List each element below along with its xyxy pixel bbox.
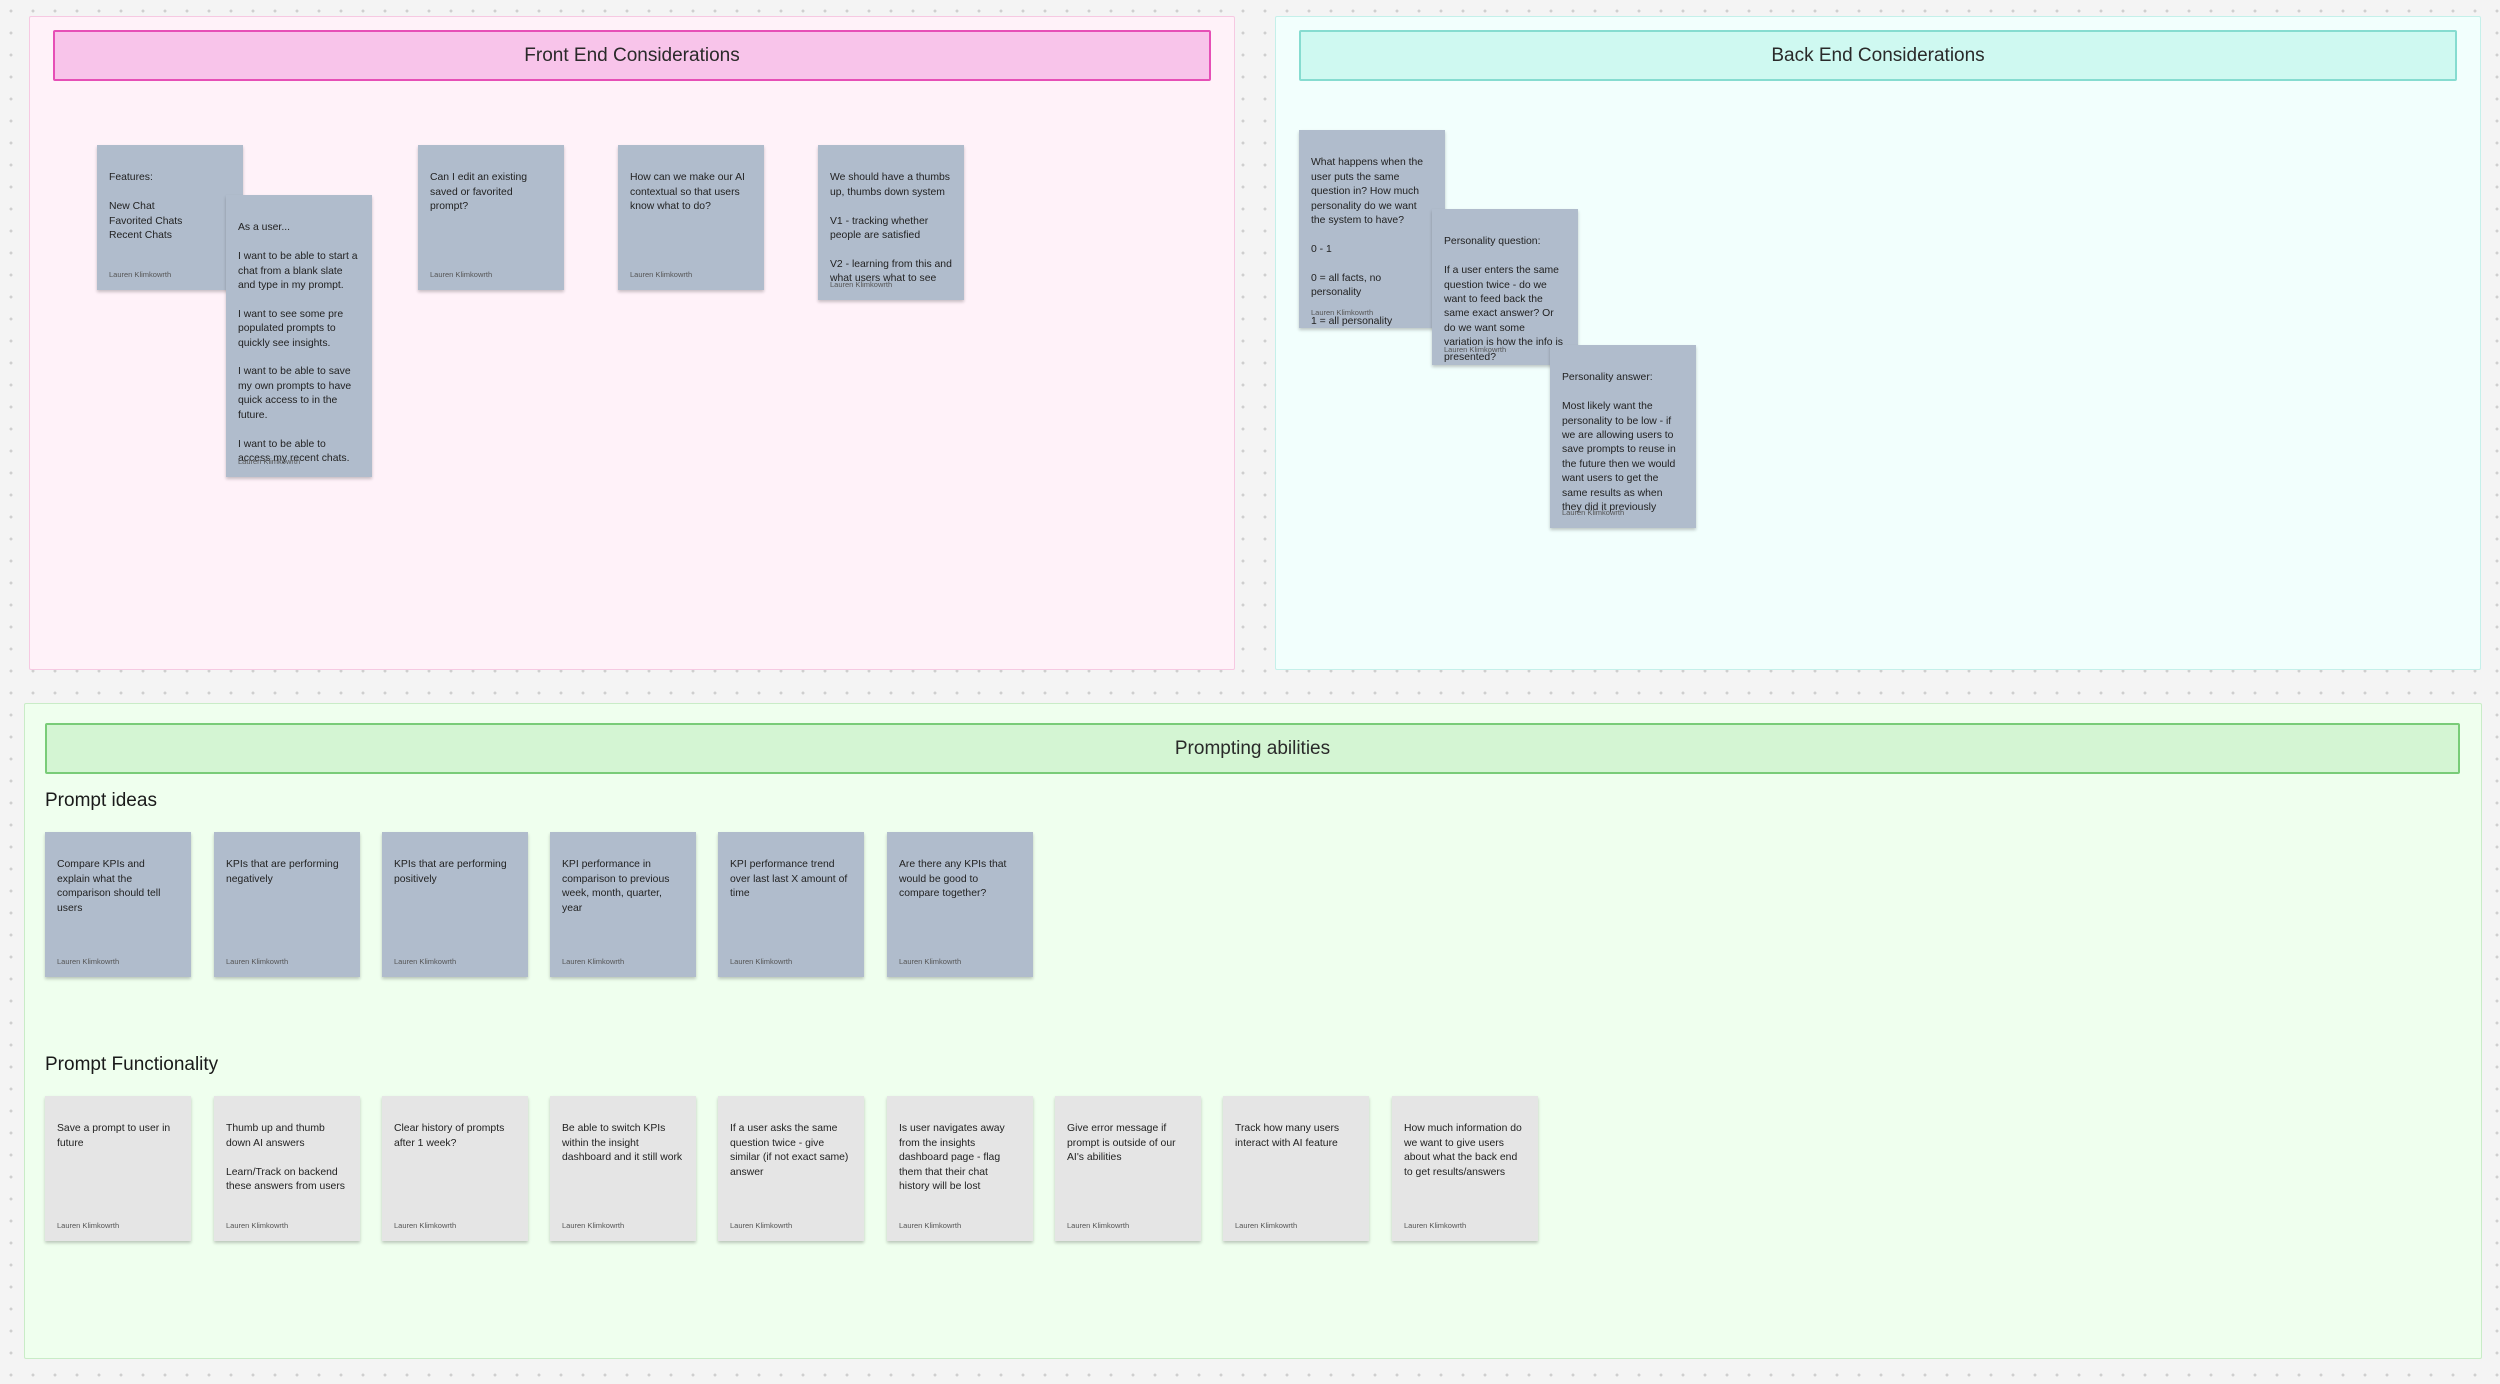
note-text: Save a prompt to user in future <box>57 1123 171 1149</box>
front-end-title[interactable]: Front End Considerations <box>53 30 1211 81</box>
note-author: Lauren Klimkowrth <box>730 1220 793 1230</box>
section-prompting-abilities[interactable] <box>24 703 2482 1359</box>
sticky-note-personality-question[interactable]: Personality question: If a user enters t… <box>1432 209 1578 365</box>
sticky-note-prompt-functionality[interactable]: If a user asks the same question twice -… <box>718 1096 864 1241</box>
note-author: Lauren Klimkowrth <box>899 1220 962 1230</box>
sticky-note-prompt-idea[interactable]: KPIs that are performing positively Laur… <box>382 832 528 977</box>
note-text: Clear history of prompts after 1 week? <box>394 1123 505 1149</box>
sticky-note-prompt-functionality[interactable]: How much information do we want to give … <box>1392 1096 1538 1241</box>
note-author: Lauren Klimkowrth <box>630 269 693 279</box>
note-text: Features: New Chat Favorited Chats Recen… <box>109 172 183 242</box>
note-text: As a user... I want to be able to start … <box>238 222 358 464</box>
sticky-note-prompt-idea[interactable]: KPI performance in comparison to previou… <box>550 832 696 977</box>
note-text: Compare KPIs and explain what the compar… <box>57 859 161 914</box>
prompting-abilities-title[interactable]: Prompting abilities <box>45 723 2460 774</box>
note-author: Lauren Klimkowrth <box>830 279 893 289</box>
note-text: KPI performance in comparison to previou… <box>562 859 670 914</box>
note-text: Give error message if prompt is outside … <box>1067 1123 1176 1164</box>
prompt-functionality-heading[interactable]: Prompt Functionality <box>45 1054 219 1075</box>
note-author: Lauren Klimkowrth <box>1235 1220 1298 1230</box>
note-text: How much information do we want to give … <box>1404 1123 1522 1178</box>
note-author: Lauren Klimkowrth <box>394 956 457 966</box>
note-author: Lauren Klimkowrth <box>899 956 962 966</box>
sticky-note-prompt-functionality[interactable]: Clear history of prompts after 1 week? L… <box>382 1096 528 1241</box>
sticky-note-edit-prompt[interactable]: Can I edit an existing saved or favorite… <box>418 145 564 290</box>
section-front-end[interactable] <box>29 16 1235 670</box>
note-author: Lauren Klimkowrth <box>1311 307 1374 317</box>
sticky-note-features[interactable]: Features: New Chat Favorited Chats Recen… <box>97 145 243 290</box>
note-text: Personality question: If a user enters t… <box>1444 236 1563 363</box>
back-end-title[interactable]: Back End Considerations <box>1299 30 2457 81</box>
note-author: Lauren Klimkowrth <box>226 1220 289 1230</box>
sticky-note-prompt-functionality[interactable]: Give error message if prompt is outside … <box>1055 1096 1201 1241</box>
note-author: Lauren Klimkowrth <box>1067 1220 1130 1230</box>
note-author: Lauren Klimkowrth <box>109 269 172 279</box>
note-text: We should have a thumbs up, thumbs down … <box>830 172 952 285</box>
note-text: Personality answer: Most likely want the… <box>1562 372 1676 514</box>
note-author: Lauren Klimkowrth <box>57 956 120 966</box>
sticky-note-prompt-functionality[interactable]: Track how many users interact with AI fe… <box>1223 1096 1369 1241</box>
note-text: What happens when the user puts the same… <box>1311 157 1424 327</box>
note-text: If a user asks the same question twice -… <box>730 1123 849 1178</box>
prompt-ideas-heading[interactable]: Prompt ideas <box>45 790 157 811</box>
note-author: Lauren Klimkowrth <box>1404 1220 1467 1230</box>
sticky-note-prompt-functionality[interactable]: Is user navigates away from the insights… <box>887 1096 1033 1241</box>
note-text: Is user navigates away from the insights… <box>899 1123 1005 1193</box>
note-author: Lauren Klimkowrth <box>57 1220 120 1230</box>
note-text: KPIs that are performing negatively <box>226 859 339 885</box>
note-author: Lauren Klimkowrth <box>238 456 301 466</box>
sticky-note-same-question[interactable]: What happens when the user puts the same… <box>1299 130 1445 328</box>
note-text: Thumb up and thumb down AI answers Learn… <box>226 1123 345 1193</box>
note-text: Can I edit an existing saved or favorite… <box>430 172 528 213</box>
sticky-note-prompt-idea[interactable]: Compare KPIs and explain what the compar… <box>45 832 191 977</box>
note-author: Lauren Klimkowrth <box>1562 507 1625 517</box>
note-author: Lauren Klimkowrth <box>394 1220 457 1230</box>
note-text: KPI performance trend over last last X a… <box>730 859 848 900</box>
note-author: Lauren Klimkowrth <box>226 956 289 966</box>
sticky-note-prompt-functionality[interactable]: Be able to switch KPIs within the insigh… <box>550 1096 696 1241</box>
sticky-note-as-a-user[interactable]: As a user... I want to be able to start … <box>226 195 372 477</box>
sticky-note-thumbs-system[interactable]: We should have a thumbs up, thumbs down … <box>818 145 964 300</box>
note-author: Lauren Klimkowrth <box>1444 344 1507 354</box>
note-text: KPIs that are performing positively <box>394 859 507 885</box>
sticky-note-prompt-idea[interactable]: KPI performance trend over last last X a… <box>718 832 864 977</box>
note-text: Be able to switch KPIs within the insigh… <box>562 1123 683 1164</box>
note-author: Lauren Klimkowrth <box>562 956 625 966</box>
note-author: Lauren Klimkowrth <box>430 269 493 279</box>
sticky-note-prompt-functionality[interactable]: Thumb up and thumb down AI answers Learn… <box>214 1096 360 1241</box>
note-text: How can we make our AI contextual so tha… <box>630 172 745 213</box>
sticky-note-prompt-idea[interactable]: Are there any KPIs that would be good to… <box>887 832 1033 977</box>
note-author: Lauren Klimkowrth <box>562 1220 625 1230</box>
sticky-note-prompt-idea[interactable]: KPIs that are performing negatively Laur… <box>214 832 360 977</box>
note-author: Lauren Klimkowrth <box>730 956 793 966</box>
note-text: Are there any KPIs that would be good to… <box>899 859 1007 900</box>
sticky-note-contextual-ai[interactable]: How can we make our AI contextual so tha… <box>618 145 764 290</box>
note-text: Track how many users interact with AI fe… <box>1235 1123 1340 1149</box>
sticky-note-prompt-functionality[interactable]: Save a prompt to user in future Lauren K… <box>45 1096 191 1241</box>
sticky-note-personality-answer[interactable]: Personality answer: Most likely want the… <box>1550 345 1696 528</box>
